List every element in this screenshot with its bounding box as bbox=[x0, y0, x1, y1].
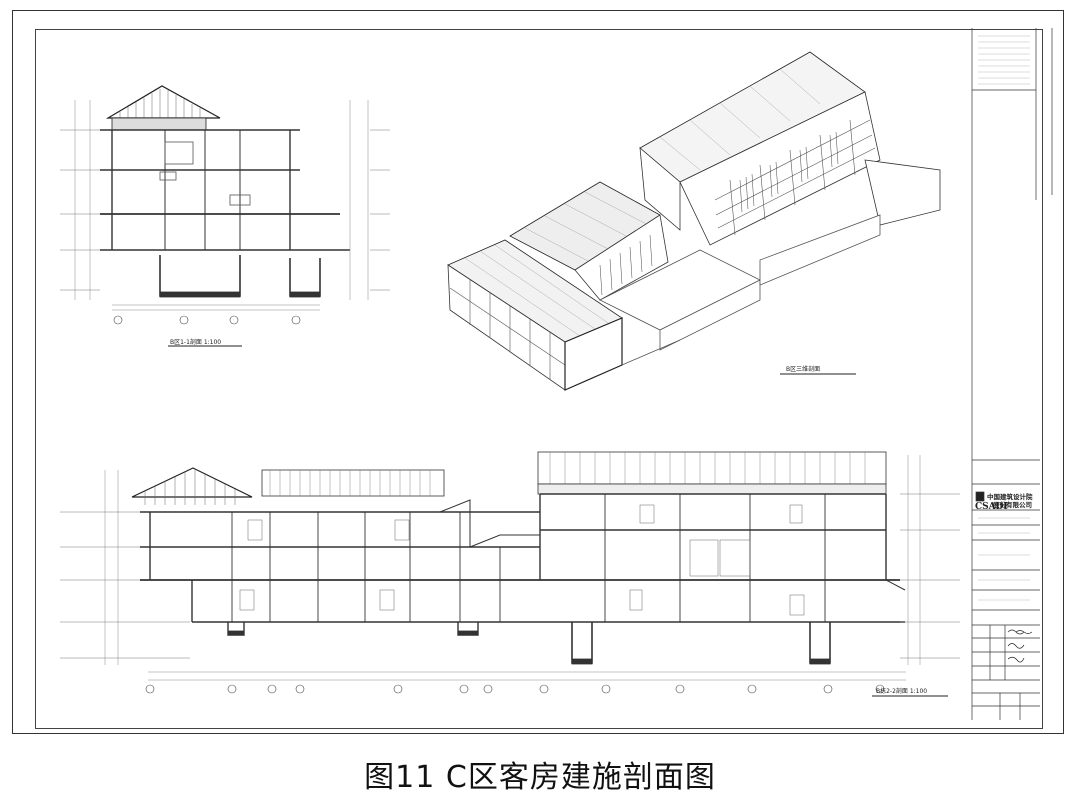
drawing-sheet bbox=[12, 10, 1064, 734]
figure-caption: 图11 C区客房建施剖面图 bbox=[364, 760, 716, 795]
drawing-frame bbox=[35, 29, 1043, 729]
section-1-1-title: B区1-1剖面 1:100 bbox=[170, 338, 221, 346]
company-abbrev: CSADI bbox=[975, 502, 1008, 512]
title-block bbox=[971, 28, 1053, 720]
company-name-line1: 中国建筑设计院 bbox=[987, 493, 1033, 501]
section-2-2-drawing bbox=[60, 451, 960, 697]
axon-title: B区三维剖面 bbox=[786, 365, 820, 373]
section-1-1-roof bbox=[105, 85, 221, 119]
axonometric-view bbox=[447, 51, 941, 391]
section-1-1-drawing bbox=[60, 85, 390, 347]
section-2-2-left-roof bbox=[131, 467, 253, 498]
company-name-line2: 股份有限公司 bbox=[993, 501, 1032, 509]
section-2-2-title: B栋2-2剖面 1:100 bbox=[876, 687, 927, 695]
